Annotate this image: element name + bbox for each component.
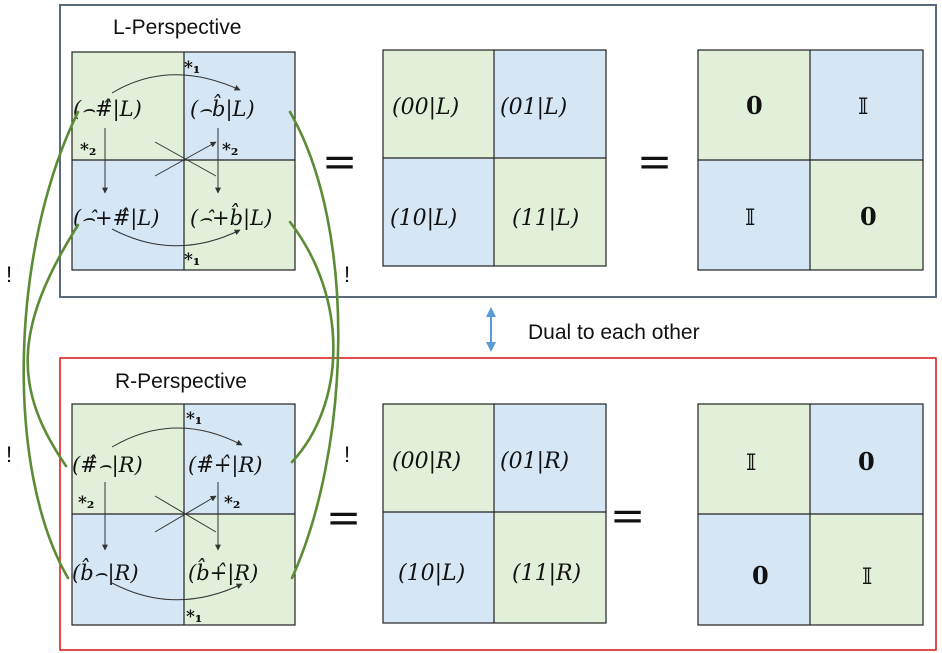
r-binary-cell-10 xyxy=(383,512,494,623)
r-equals-2: = xyxy=(610,491,645,540)
r-binary-cell-11 xyxy=(494,512,606,623)
l-arrow-bottom xyxy=(111,228,241,247)
r-arrow-diag-down xyxy=(154,495,217,533)
r-grid-text-10: (b̂⌢|R) xyxy=(72,558,139,586)
r-result-text-11: 𝕀 xyxy=(862,565,872,590)
l-arrow-diag-down xyxy=(154,141,217,177)
l-label-right: *₂ xyxy=(222,140,238,160)
l-grid-text-01: (⌢b̂|L) xyxy=(190,94,255,122)
r-label-left: *₂ xyxy=(78,493,94,513)
curve-l00-to-r10 xyxy=(22,110,80,580)
l-result-cell-11 xyxy=(810,160,923,270)
r-result-cell-00 xyxy=(698,404,810,514)
curve-l10-to-r00 xyxy=(26,223,80,468)
l-binary-cell-00 xyxy=(383,50,494,158)
l-binary-text-01: (01|L) xyxy=(500,95,567,120)
r-label-right: *₂ xyxy=(224,493,240,513)
r-result-cell-11 xyxy=(810,514,923,625)
l-result-text-10: 𝕀 xyxy=(745,206,755,231)
l-equals-2: = xyxy=(637,137,672,186)
l-perspective-title: L-Perspective xyxy=(113,16,241,39)
l-grid-cell-00 xyxy=(72,52,184,160)
bang-right-bottom: ! xyxy=(344,442,350,467)
r-grid-cell-11 xyxy=(184,514,295,625)
l-grid-text-00: (⌢#̂|L) xyxy=(73,97,142,122)
r-result-cell-10 xyxy=(698,514,810,625)
r-result-cell-01 xyxy=(810,404,923,514)
r-binary-cell-01 xyxy=(494,404,606,512)
r-grid-cell-01 xyxy=(184,404,295,514)
r-perspective-frame xyxy=(59,357,937,651)
l-arrow-top xyxy=(111,74,241,94)
r-binary-text-00: (00|R) xyxy=(392,449,461,474)
r-grid-cell-00 xyxy=(72,404,184,514)
l-label-top: *₁ xyxy=(184,58,200,78)
l-result-text-11: 0 xyxy=(860,202,877,231)
r-binary-text-10: (10|L) xyxy=(398,561,465,586)
l-equals-1: = xyxy=(322,137,357,186)
l-label-left: *₂ xyxy=(80,140,96,160)
r-label-bottom: *₁ xyxy=(186,607,202,627)
bang-left-bottom: ! xyxy=(6,442,12,467)
r-result-text-10: 0 xyxy=(752,561,769,590)
r-perspective-title: R-Perspective xyxy=(115,370,247,393)
dual-label: Dual to each other xyxy=(528,321,700,344)
r-result-text-00: 𝕀 xyxy=(746,451,756,476)
l-binary-text-11: (11|L) xyxy=(512,206,579,231)
l-binary-text-10: (10|L) xyxy=(390,206,457,231)
l-result-cell-10 xyxy=(698,160,810,270)
r-binary-text-01: (01|R) xyxy=(500,449,569,474)
l-result-text-01: 𝕀 xyxy=(858,95,868,120)
l-grid-text-11: (⌢̂+b̂|L) xyxy=(190,203,272,231)
r-equals-1: = xyxy=(326,493,361,542)
l-binary-cell-10 xyxy=(383,158,494,266)
l-binary-text-00: (00|L) xyxy=(392,95,459,120)
l-grid-cell-10 xyxy=(72,160,184,270)
l-result-text-00: 0 xyxy=(746,91,763,120)
l-binary-cell-11 xyxy=(494,158,606,266)
bang-right-top: ! xyxy=(344,262,350,287)
r-arrow-bottom xyxy=(111,582,243,601)
curve-l01-to-r11 xyxy=(288,110,340,580)
l-grid-text-10: (⌢̂+#̂|L) xyxy=(73,206,159,231)
l-result-cell-01 xyxy=(810,50,923,160)
r-binary-cell-00 xyxy=(383,404,494,512)
l-binary-cell-01 xyxy=(494,50,606,158)
r-grid-text-00: (#̂⌢|R) xyxy=(72,453,143,478)
r-grid-text-11: (b̂+̂|R) xyxy=(188,558,258,586)
r-binary-text-11: (11|R) xyxy=(512,561,581,586)
l-result-cell-00 xyxy=(698,50,810,160)
r-result-text-01: 0 xyxy=(858,447,875,476)
r-grid-text-01: (#̂+̂|R) xyxy=(188,453,262,478)
l-label-bottom: *₁ xyxy=(184,250,200,270)
bang-left-top: ! xyxy=(6,262,12,287)
r-label-top: *₁ xyxy=(186,409,202,429)
curve-l11-to-r01 xyxy=(288,220,335,464)
l-grid-cell-11 xyxy=(184,160,295,270)
r-arrow-top xyxy=(111,427,243,448)
l-grid-cell-01 xyxy=(184,52,295,160)
r-grid-cell-10 xyxy=(72,514,184,625)
